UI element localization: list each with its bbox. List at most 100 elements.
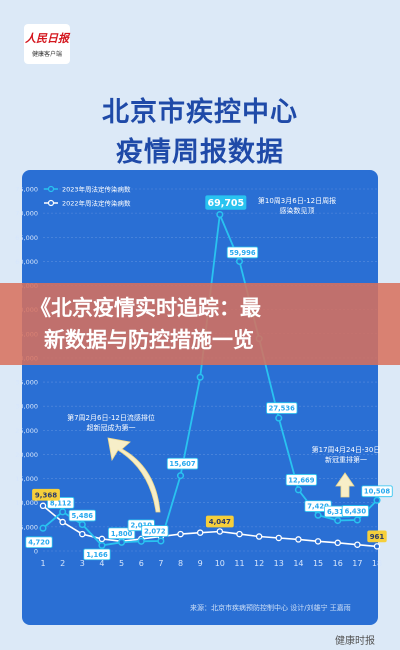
y-tick-label: 65,000 <box>15 234 38 242</box>
data-label-2023-box <box>205 195 247 210</box>
point-2022 <box>98 535 106 543</box>
point-2023 <box>176 472 185 480</box>
y-tick-label: 15,000 <box>15 475 38 483</box>
legend-marker-2023 <box>47 185 55 193</box>
point-2022 <box>373 543 381 550</box>
x-tick-label: 15 <box>313 559 323 568</box>
x-tick-label: 14 <box>293 559 303 568</box>
x-tick-label: 16 <box>333 559 343 568</box>
point-2023 <box>157 537 165 545</box>
x-tick-label: 1 <box>40 559 45 568</box>
x-tick-label: 3 <box>80 559 85 568</box>
point-2023 <box>373 496 381 504</box>
point-2022 <box>334 539 341 547</box>
data-label-2023: 1,166 <box>86 551 108 559</box>
point-2023 <box>314 511 322 519</box>
data-label-2023-box <box>141 525 169 537</box>
point-2022 <box>236 530 243 538</box>
data-label-2023-box <box>341 505 369 517</box>
data-label-2023: 10,508 <box>364 488 390 496</box>
data-label-2023: 4,720 <box>28 539 50 547</box>
series-line-2022 <box>42 505 378 548</box>
y-tick-label: 25,000 <box>15 427 38 435</box>
point-2023 <box>118 538 126 546</box>
point-2023 <box>59 508 67 516</box>
headline-line-1: 《北京疫情实时追踪：最 <box>30 296 261 320</box>
data-label-2022: 961 <box>370 533 385 541</box>
y-tick-label: 60,000 <box>15 258 38 266</box>
data-label-2022: 4,047 <box>209 518 231 526</box>
point-2022 <box>79 530 86 538</box>
data-label-2023-box <box>83 548 111 561</box>
x-tick-label: 17 <box>352 559 362 568</box>
data-label-2023: 59,996 <box>229 249 255 257</box>
annotations: 第10周3月6日-12日周报感染数见顶第7周2月6日-12日流感排位超新冠成为第… <box>67 196 381 513</box>
annotation-covid-line1: 第17周4月24日-30日 <box>312 445 381 454</box>
point-2023 <box>216 211 224 219</box>
x-tick-label: 4 <box>99 559 104 568</box>
point-2023 <box>275 414 283 422</box>
annotation-peak-line1: 第10周3月6日-12日周报 <box>258 196 336 205</box>
page-subtitle: 疫情周报数据 <box>116 137 284 168</box>
y-tick-label: 5,000 <box>19 523 38 531</box>
point-2022 <box>314 538 322 545</box>
y-tick-label: 30,000 <box>15 403 38 411</box>
data-label-2023-box <box>25 536 53 549</box>
point-2022 <box>39 502 47 510</box>
data-label-2023-box <box>266 402 298 414</box>
point-2022 <box>255 533 263 540</box>
point-2023 <box>235 257 244 265</box>
y-tick-label: 70,000 <box>15 210 38 218</box>
data-label-2023: 15,607 <box>169 460 195 468</box>
data-label-2022-box <box>367 530 387 543</box>
annotation-flu-line1: 第7周2月6日-12日流感排位 <box>67 413 155 422</box>
x-tick-label: 10 <box>215 559 225 568</box>
y-tick-label: 75,000 <box>15 186 38 194</box>
series-lines <box>42 211 378 548</box>
y-tick-label: 35,000 <box>15 379 38 387</box>
data-label-2023: 6,430 <box>345 507 367 515</box>
point-2023 <box>294 486 302 494</box>
logo-subtitle: 健康客户端 <box>31 51 62 58</box>
annotation-peak-line2: 感染数见顶 <box>280 206 315 215</box>
x-tick-label: 11 <box>234 559 244 568</box>
series-line-2023 <box>42 211 378 547</box>
data-label-2023: 5,486 <box>72 512 94 520</box>
logo: 人民日报 健康客户端 <box>24 24 70 64</box>
point-2022 <box>196 529 204 536</box>
logo-title: 人民日报 <box>25 32 69 45</box>
data-label-2023-box <box>68 509 96 522</box>
data-label-2022-box <box>205 515 234 528</box>
point-2022 <box>177 530 184 538</box>
data-label-2023: 69,705 <box>207 198 244 209</box>
arrow-covid <box>335 472 355 498</box>
point-2023 <box>334 516 342 525</box>
x-tick-label: 12 <box>254 559 264 568</box>
point-2023 <box>98 541 106 549</box>
point-2022 <box>59 518 66 526</box>
point-2023 <box>39 524 47 532</box>
page-title: 北京市疾控中心 <box>102 97 298 128</box>
data-label-2023: 1,800 <box>111 530 133 538</box>
point-2022 <box>275 534 283 542</box>
x-tick-label: 6 <box>139 559 144 568</box>
data-label-2023: 27,536 <box>269 405 295 413</box>
data-label-2023: 7,420 <box>307 503 329 511</box>
y-tick-label: 0 <box>34 548 38 556</box>
source-credit: 来源：北京市疾病预防控制中心 设计/刘雄宁 王嘉雨 <box>190 604 351 612</box>
data-label-2023-box <box>285 474 318 486</box>
legend-label-2023: 2023年周法定传染病数 <box>62 185 131 194</box>
data-label-2022: 9,368 <box>35 491 57 499</box>
data-label-2023: 6,312 <box>327 508 349 516</box>
x-tick-label: 9 <box>198 559 203 568</box>
headline-banner: 《北京疫情实时追踪：最 新数据与防控措施一览 <box>0 283 400 365</box>
data-label-2023: 2,010 <box>130 522 152 530</box>
data-label-2023-box <box>166 457 199 470</box>
legend: 2023年周法定传染病数 2022年周法定传染病数 <box>44 185 131 208</box>
x-tick-label: 13 <box>274 559 284 568</box>
legend-label-2022: 2022年周法定传染病数 <box>62 199 131 208</box>
publisher-badge: 健康时报 <box>335 636 375 647</box>
x-tick-label: 18 <box>372 559 382 568</box>
point-2022 <box>216 528 224 535</box>
